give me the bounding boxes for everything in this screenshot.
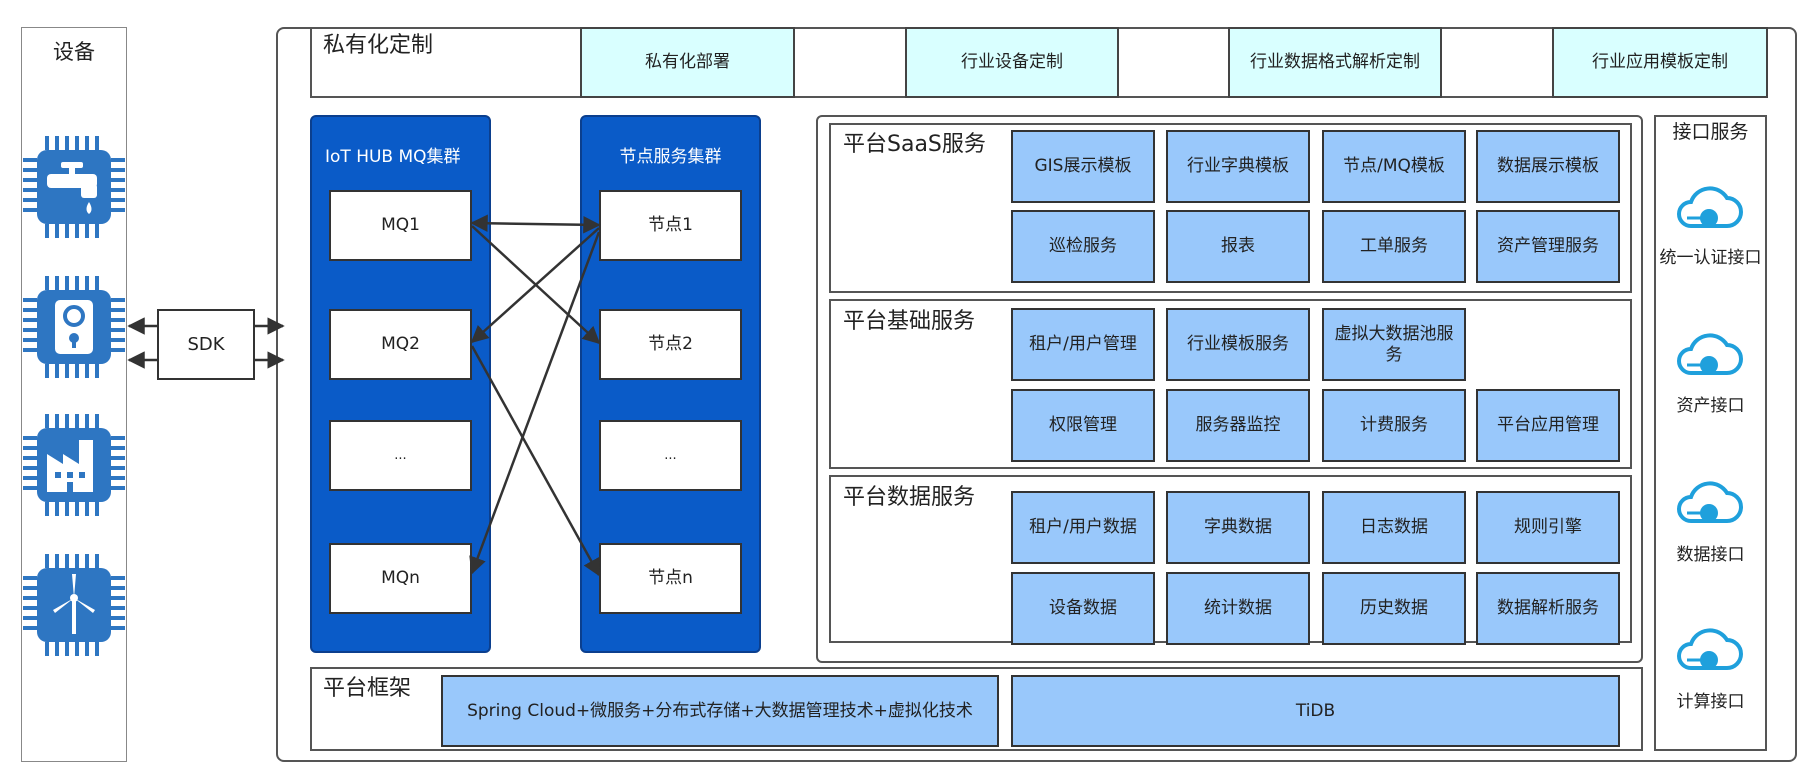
sdk-box: SDK bbox=[157, 309, 255, 380]
saas-inspection-service: 巡检服务 bbox=[1011, 210, 1155, 283]
base-tenant-user-management: 租户/用户管理 bbox=[1011, 308, 1155, 381]
mq-node-2: MQ2 bbox=[329, 309, 472, 380]
base-services-title: 平台基础服务 bbox=[843, 309, 976, 334]
platform-framework-title: 平台框架 bbox=[323, 676, 412, 701]
interface-compute: 计算接口 bbox=[1676, 691, 1745, 712]
cloud-compute-icon bbox=[1673, 622, 1745, 684]
data-history-data: 历史数据 bbox=[1322, 572, 1466, 645]
service-node-1: 节点1 bbox=[599, 190, 742, 261]
saas-gis-template: GIS展示模板 bbox=[1011, 130, 1155, 203]
private-item-device-custom: 行业设备定制 bbox=[905, 27, 1119, 98]
data-statistics-data: 统计数据 bbox=[1166, 572, 1310, 645]
mq-node-n: MQn bbox=[329, 543, 472, 614]
data-dictionary-data: 字典数据 bbox=[1166, 491, 1310, 564]
saas-work-order-service: 工单服务 bbox=[1322, 210, 1466, 283]
factory-device-icon bbox=[19, 410, 129, 520]
interface-services-title: 接口服务 bbox=[1672, 121, 1749, 143]
base-platform-app-management: 平台应用管理 bbox=[1476, 389, 1620, 462]
mq-node-ellipsis: ... bbox=[329, 420, 472, 491]
private-item-format-parse-custom: 行业数据格式解析定制 bbox=[1228, 27, 1442, 98]
data-rule-engine: 规则引擎 bbox=[1476, 491, 1620, 564]
private-item-deployment: 私有化部署 bbox=[580, 27, 795, 98]
service-node-ellipsis: ... bbox=[599, 420, 742, 491]
base-billing-service: 计费服务 bbox=[1322, 389, 1466, 462]
mq-node-1: MQ1 bbox=[329, 190, 472, 261]
wind-turbine-device-icon bbox=[19, 550, 129, 660]
cloud-asset-icon bbox=[1673, 327, 1745, 389]
private-customization-title: 私有化定制 bbox=[323, 33, 434, 58]
saas-data-display-template: 数据展示模板 bbox=[1476, 130, 1620, 203]
cloud-auth-icon bbox=[1673, 180, 1745, 242]
data-tenant-user-data: 租户/用户数据 bbox=[1011, 491, 1155, 564]
saas-dictionary-template: 行业字典模板 bbox=[1166, 130, 1310, 203]
base-server-monitoring: 服务器监控 bbox=[1166, 389, 1310, 462]
water-tap-device-icon bbox=[19, 132, 129, 242]
iot-hub-cluster-title: IoT HUB MQ集群 bbox=[325, 147, 461, 167]
saas-asset-management: 资产管理服务 bbox=[1476, 210, 1620, 283]
cloud-data-icon bbox=[1673, 475, 1745, 537]
meter-device-icon bbox=[19, 272, 129, 382]
base-industry-template-service: 行业模板服务 bbox=[1166, 308, 1310, 381]
base-permission-management: 权限管理 bbox=[1011, 389, 1155, 462]
service-node-n: 节点n bbox=[599, 543, 742, 614]
framework-tech-stack: Spring Cloud+微服务+分布式存储+大数据管理技术+虚拟化技术 bbox=[441, 675, 999, 747]
saas-services-title: 平台SaaS服务 bbox=[843, 132, 986, 157]
interface-data: 数据接口 bbox=[1676, 544, 1745, 565]
devices-title: 设备 bbox=[53, 40, 95, 65]
framework-tidb: TiDB bbox=[1011, 675, 1620, 747]
private-item-app-template-custom: 行业应用模板定制 bbox=[1552, 27, 1768, 98]
interface-asset: 资产接口 bbox=[1676, 395, 1745, 416]
data-device-data: 设备数据 bbox=[1011, 572, 1155, 645]
saas-reports: 报表 bbox=[1166, 210, 1310, 283]
base-virtual-bigdata-pool: 虚拟大数据池服务 bbox=[1322, 308, 1466, 381]
node-service-cluster-title: 节点服务集群 bbox=[619, 147, 722, 167]
data-log-data: 日志数据 bbox=[1322, 491, 1466, 564]
data-parse-service: 数据解析服务 bbox=[1476, 572, 1620, 645]
data-services-title: 平台数据服务 bbox=[843, 485, 976, 510]
saas-node-mq-template: 节点/MQ模板 bbox=[1322, 130, 1466, 203]
service-node-2: 节点2 bbox=[599, 309, 742, 380]
interface-unified-auth: 统一认证接口 bbox=[1659, 247, 1762, 268]
